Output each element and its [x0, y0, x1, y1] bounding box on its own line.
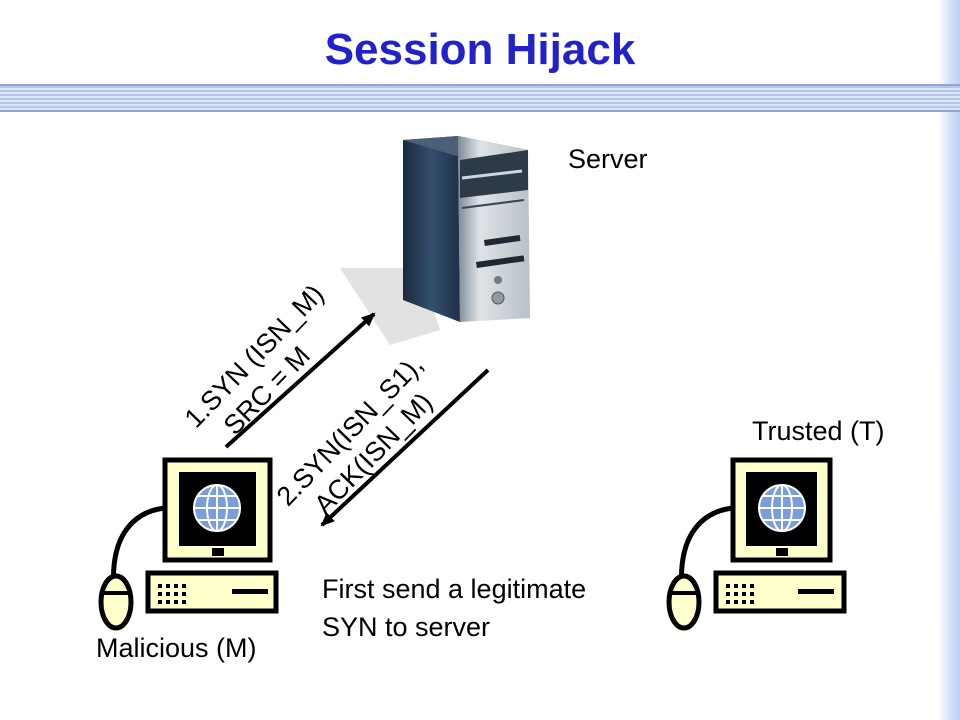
note-line2: SYN to server [322, 612, 491, 642]
globe-icon [758, 484, 806, 532]
trusted-computer-icon [666, 457, 847, 631]
globe-icon [193, 484, 241, 532]
title-underline-bar [0, 84, 960, 112]
malicious-label: Malicious (M) [96, 633, 257, 663]
explanation-note: First send a legitimate SYN to server [322, 570, 586, 646]
slide-title: Session Hijack [324, 25, 636, 74]
note-line1: First send a legitimate [322, 574, 587, 604]
server-label: Server [568, 144, 648, 174]
synack-arrow [320, 368, 490, 527]
trusted-label: Trusted (T) [752, 416, 885, 446]
server-tower-icon [340, 136, 530, 345]
syn-arrow [224, 312, 376, 449]
right-edge-decoration [938, 0, 960, 720]
malicious-computer-icon [98, 457, 279, 631]
